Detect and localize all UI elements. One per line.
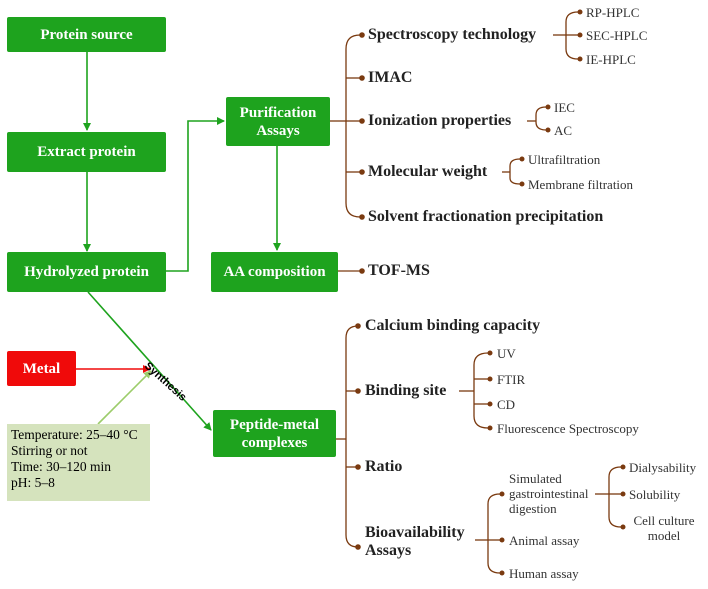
method-ac: AC <box>554 123 573 138</box>
node-purification-assays: Purification Assays <box>226 97 330 146</box>
reaction-conditions: Temperature: 25–40 °C Stirring or not Ti… <box>7 424 150 501</box>
node-metal: Metal <box>7 351 76 386</box>
method-rp-hplc: RP-HPLC <box>586 5 640 20</box>
binding-uv: UV <box>497 346 516 361</box>
method-sec-hplc: SEC-HPLC <box>586 28 648 43</box>
digestion-cell-culture: Cell culture model <box>633 513 695 543</box>
node-aa-composition: AA composition <box>211 252 338 292</box>
method-ie-hplc: IE-HPLC <box>586 52 636 67</box>
arrow-conditions-to-synthesis <box>97 370 152 425</box>
method-spectroscopy: Spectroscopy technology <box>368 26 537 43</box>
method-ionization: Ionization properties <box>368 112 512 129</box>
binding-fluorescence: Fluorescence Spectroscopy <box>497 421 639 436</box>
node-peptide-metal-complexes: Peptide-metal complexes <box>213 410 336 457</box>
method-tof-ms: TOF-MS <box>368 262 430 279</box>
analysis-ratio: Ratio <box>365 458 403 475</box>
digestion-dialysability: Dialysability <box>629 460 697 475</box>
bio-animal-assay: Animal assay <box>509 533 580 548</box>
method-imac: IMAC <box>368 69 413 86</box>
digestion-solubility: Solubility <box>629 487 681 502</box>
analysis-calcium-binding: Calcium binding capacity <box>365 317 541 334</box>
method-iec: IEC <box>554 100 575 115</box>
arrow-hydrolyzed-to-complexes <box>87 291 212 431</box>
bio-human-assay: Human assay <box>509 566 579 581</box>
node-protein-source: Protein source <box>7 17 166 52</box>
condition-time: Time: 30–120 min <box>11 459 112 474</box>
condition-ph: pH: 5–8 <box>11 475 55 490</box>
arrow-hydrolyzed-to-purification <box>165 117 225 272</box>
analysis-bioavailability: Bioavailability Assays <box>365 524 465 559</box>
method-membrane-filtration: Membrane filtration <box>528 177 634 192</box>
node-hydrolyzed-protein: Hydrolyzed protein <box>7 252 166 292</box>
binding-ftir: FTIR <box>497 372 526 387</box>
method-molecular-weight: Molecular weight <box>368 163 488 180</box>
method-solvent-fractionation: Solvent fractionation precipitation <box>368 208 604 225</box>
method-ultrafiltration: Ultrafiltration <box>528 152 601 167</box>
analysis-binding-site: Binding site <box>365 382 447 399</box>
bio-simulated-digestion: Simulated gastrointestinal digestion <box>509 471 589 516</box>
binding-cd: CD <box>497 397 516 412</box>
node-extract-protein: Extract protein <box>7 132 166 172</box>
condition-stirring: Stirring or not <box>11 443 88 458</box>
condition-temperature: Temperature: 25–40 °C <box>11 427 138 442</box>
